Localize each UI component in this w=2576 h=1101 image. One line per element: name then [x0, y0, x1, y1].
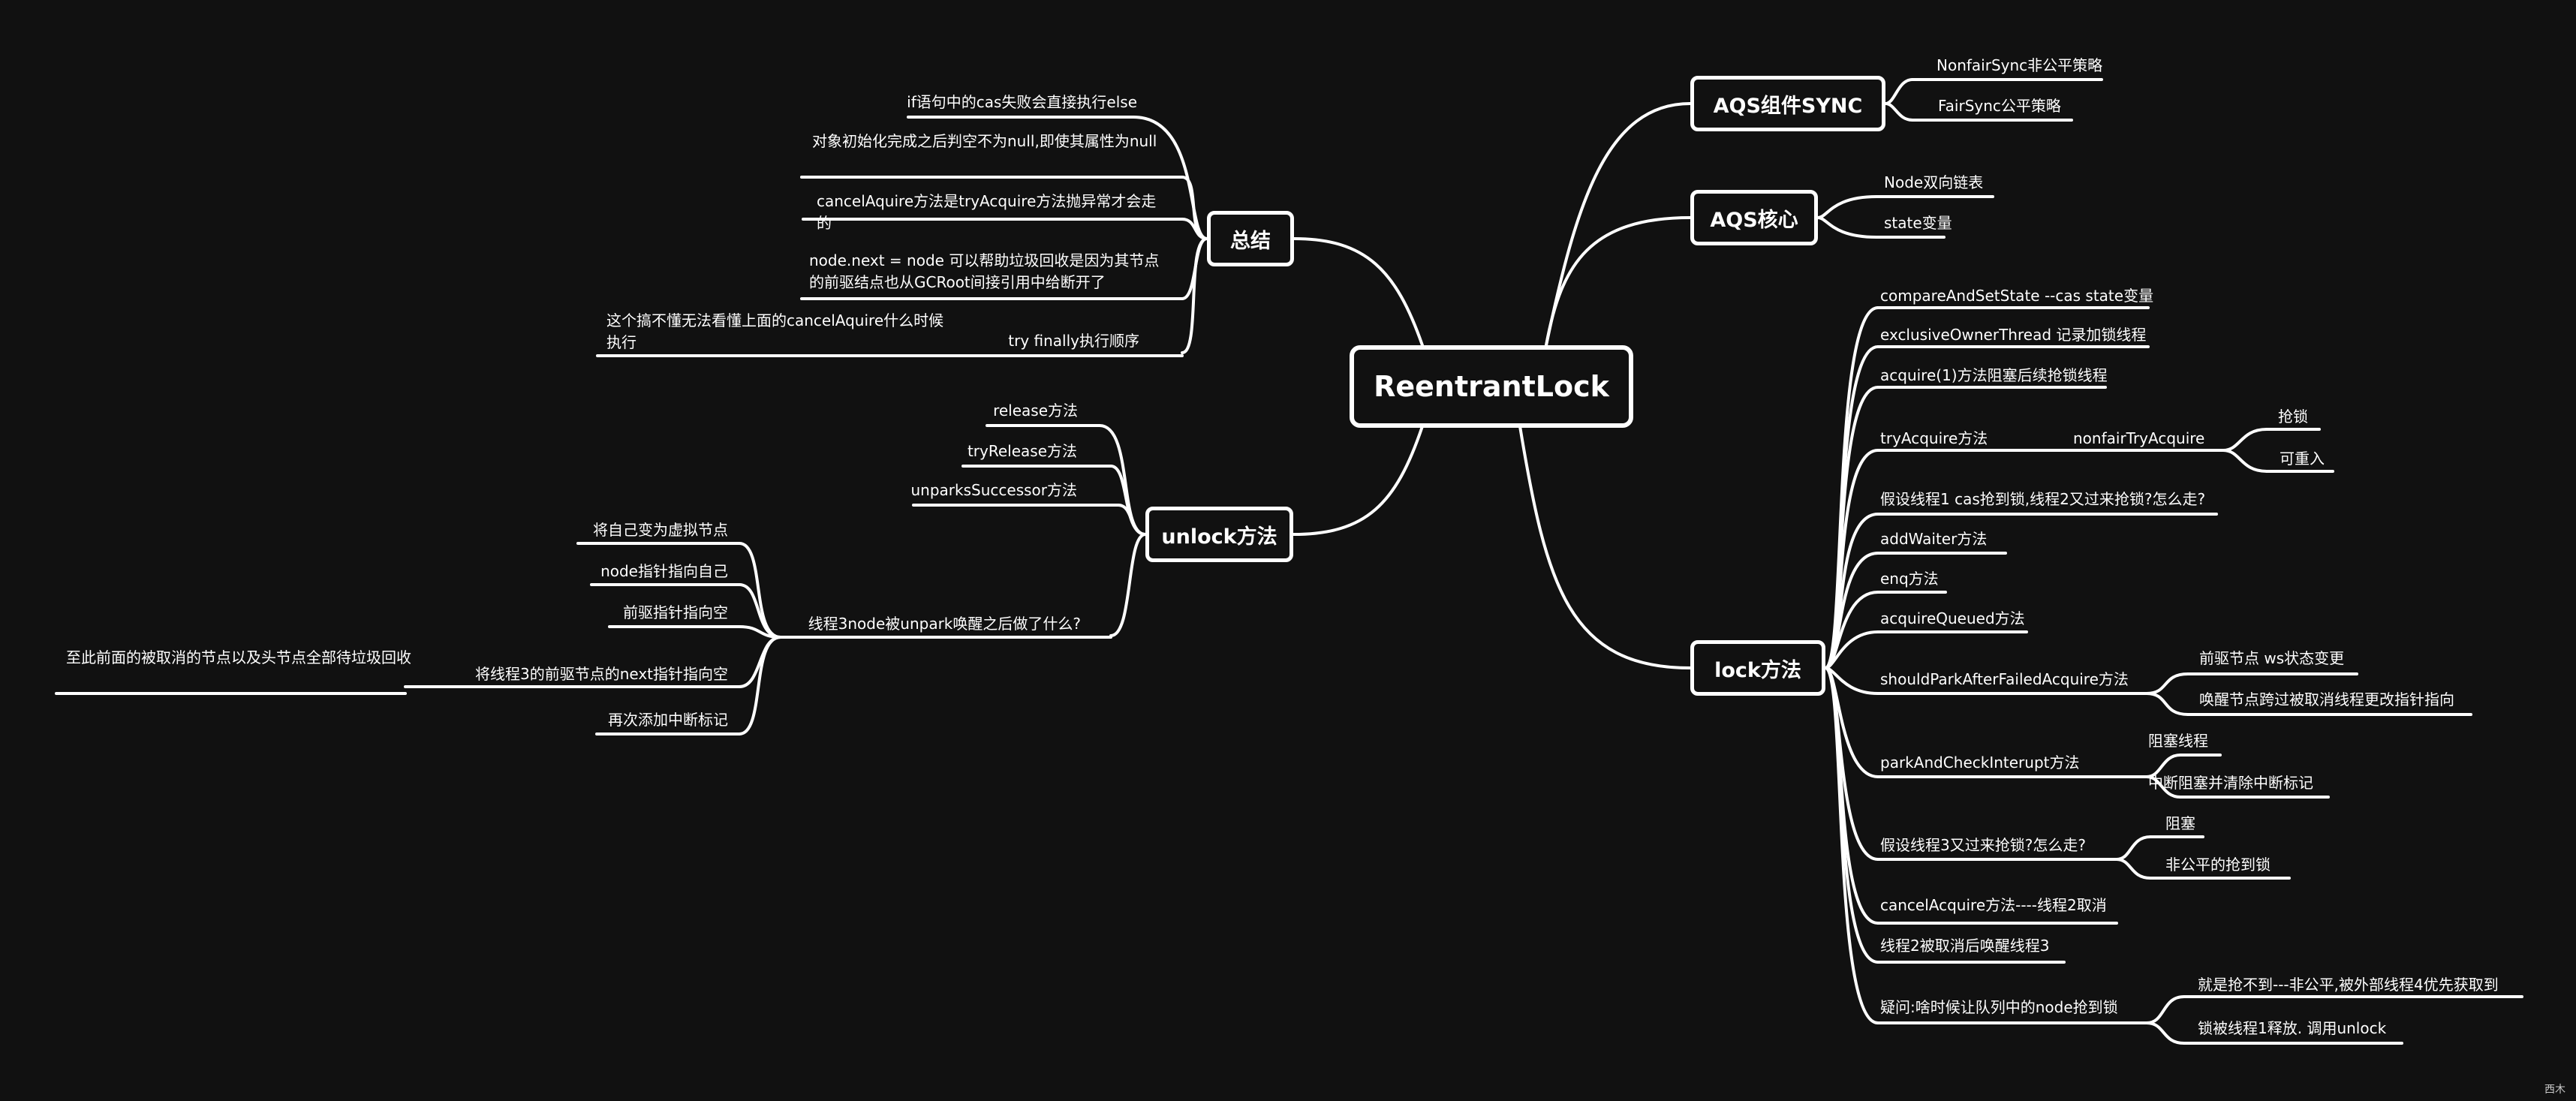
lock-item[interactable]: acquire(1)方法阻塞后续抢锁线程	[1880, 366, 2108, 384]
connector-core	[1545, 216, 1692, 347]
gc-note[interactable]: 至此前面的被取消的节点以及头节点全部待垃圾回收	[66, 648, 411, 666]
nonfair-child[interactable]: 抢锁	[2278, 408, 2308, 426]
unlock-item[interactable]: release方法	[993, 402, 1078, 420]
topic-summary[interactable]: 总结	[1207, 211, 1294, 266]
nonfair-try-acquire[interactable]: nonfairTryAcquire	[2073, 429, 2205, 447]
should-park-child[interactable]: 前驱节点 ws状态变更	[2199, 649, 2345, 667]
lock-item[interactable]: 线程2被取消后唤醒线程3	[1880, 937, 2050, 955]
core-item[interactable]: state变量	[1884, 214, 1952, 232]
thread3-step[interactable]: 将线程3的前驱节点的next指针指向空	[474, 665, 728, 683]
summary-item[interactable]: if语句中的cas失败会直接执行else	[907, 93, 1137, 111]
lock-item[interactable]: tryAcquire方法	[1880, 429, 1988, 447]
watermark: 西木	[2544, 1084, 2565, 1096]
connector-summary	[1293, 237, 1424, 347]
thread3-step[interactable]: 将自己变为虚拟节点	[593, 521, 728, 539]
lock-item[interactable]: compareAndSetState --cas state变量	[1880, 287, 2154, 305]
nonfair-child[interactable]: 可重入	[2280, 450, 2325, 468]
topic-unlock[interactable]: unlock方法	[1145, 507, 1293, 562]
lock-item[interactable]: acquireQueued方法	[1880, 609, 2025, 627]
summary-note[interactable]: 这个搞不懂无法看懂上面的cancelAquire什么时候执行	[606, 311, 944, 351]
topic-aqs-core[interactable]: AQS核心	[1690, 190, 1818, 245]
park-child[interactable]: 阻塞线程	[2148, 732, 2208, 750]
sync-item[interactable]: NonfairSync非公平策略	[1937, 56, 2103, 74]
sync-item[interactable]: FairSync公平策略	[1938, 97, 2061, 115]
thread3-lock-child[interactable]: 阻塞	[2165, 814, 2195, 832]
central-topic[interactable]: ReentrantLock	[1350, 345, 1633, 428]
summary-item[interactable]: 对象初始化完成之后判空不为null,即使其属性为null	[812, 132, 1157, 150]
question-child[interactable]: 锁被线程1释放. 调用unlock	[2198, 1019, 2387, 1037]
connector-lock	[1518, 425, 1692, 669]
lock-item[interactable]: parkAndCheckInterupt方法	[1880, 754, 2080, 772]
lock-item[interactable]: enq方法	[1880, 570, 1939, 588]
thread3-step[interactable]: 再次添加中断标记	[608, 711, 728, 729]
thread3-step[interactable]: 前驱指针指向空	[623, 603, 728, 621]
summary-item[interactable]: node.next = node 可以帮助垃圾回收是因为其节点的前驱结点也从GC…	[809, 251, 1160, 291]
park-child[interactable]: 中断阻塞并清除中断标记	[2148, 774, 2313, 792]
lock-item[interactable]: 假设线程1 cas抢到锁,线程2又过来抢锁?怎么走?	[1880, 490, 2206, 508]
unlock-item[interactable]: 线程3node被unpark唤醒之后做了什么?	[808, 615, 1081, 633]
topic-aqs-sync[interactable]: AQS组件SYNC	[1690, 76, 1885, 131]
thread3-step[interactable]: node指针指向自己	[600, 562, 728, 580]
unlock-item[interactable]: unparksSuccessor方法	[910, 481, 1078, 499]
connector-sync	[1545, 102, 1692, 347]
unlock-item[interactable]: tryRelease方法	[967, 442, 1077, 460]
lock-item[interactable]: 假设线程3又过来抢锁?怎么走?	[1880, 836, 2086, 854]
summary-item[interactable]: cancelAquire方法是tryAcquire方法抛异常才会走的	[817, 192, 1157, 232]
summary-item[interactable]: try finally执行顺序	[1008, 332, 1139, 350]
lock-item[interactable]: cancelAcquire方法----线程2取消	[1880, 896, 2107, 914]
lock-item[interactable]: exclusiveOwnerThread 记录加锁线程	[1880, 326, 2147, 344]
lock-item[interactable]: 疑问:啥时候让队列中的node抢到锁	[1880, 998, 2118, 1016]
should-park-child[interactable]: 唤醒节点跨过被取消线程更改指针指向	[2199, 690, 2454, 708]
connector-unlock	[1292, 425, 1424, 536]
lock-item[interactable]: addWaiter方法	[1880, 530, 1988, 548]
lock-item[interactable]: shouldParkAfterFailedAcquire方法	[1880, 670, 2129, 688]
topic-lock[interactable]: lock方法	[1690, 640, 1825, 696]
core-item[interactable]: Node双向链表	[1884, 173, 1984, 191]
question-child[interactable]: 就是抢不到---非公平,被外部线程4优先获取到	[2198, 976, 2499, 994]
thread3-lock-child[interactable]: 非公平的抢到锁	[2165, 856, 2271, 874]
